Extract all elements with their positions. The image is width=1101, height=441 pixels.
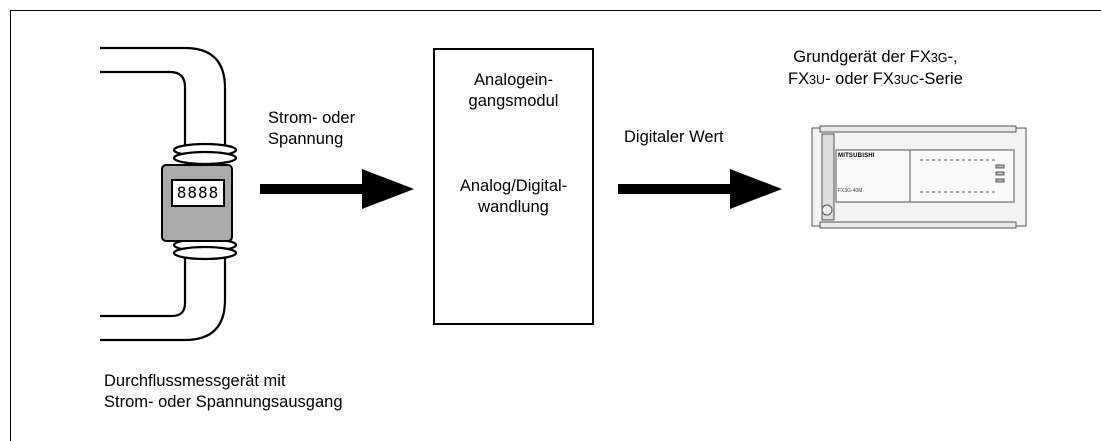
arrow-digital-value [618, 169, 782, 209]
module-function-line-1: Analog/Digital- [459, 177, 568, 195]
plc-caption-text: - oder FX [825, 70, 894, 88]
plc-caption-series-3g: 3G [930, 51, 948, 65]
plc-caption: Grundgerät der FX3G-, FX3U- oder FX3UC-S… [788, 47, 963, 91]
module-title-line-1: Analogein- [474, 71, 553, 89]
plc-brand-label: MITSUBISHI [838, 153, 875, 159]
plc-caption-line-1: Grundgerät der FX3G-, [788, 47, 963, 69]
module-title-line-2: gangsmodul [468, 92, 559, 110]
analog-input-module: Analogein- gangsmodul Analog/Digital- wa… [433, 48, 594, 325]
module-title: Analogein- gangsmodul [435, 70, 592, 112]
flange-upper-2 [172, 150, 238, 166]
flange-lower-2 [172, 245, 238, 261]
plc-caption-text: -, [947, 48, 958, 66]
pipe-outer-upper [100, 46, 227, 152]
plc-caption-text: FX [788, 70, 810, 88]
module-function: Analog/Digital- wandlung [435, 176, 592, 218]
module-function-line-2: wandlung [478, 198, 549, 216]
meter-readout: 8888 [176, 183, 220, 202]
meter-display [171, 179, 225, 207]
flowmeter-caption-line-2: Strom- oder Spannungsausgang [104, 393, 343, 411]
diagram-frame [10, 10, 1101, 441]
pipe-outer-lower [100, 253, 227, 342]
plc-caption-series-3uc: 3UC [893, 73, 919, 87]
signal-label-line-2: Spannung [268, 130, 344, 148]
signal-label: Strom- oder Spannung [268, 108, 355, 150]
plc-model-label: FX3G-40M [838, 188, 863, 194]
signal-label-line-1: Strom- oder [268, 109, 356, 127]
flowmeter-caption-line-1: Durchflussmessgerät mit [104, 372, 286, 390]
pipe-inner-lower [100, 253, 187, 318]
pipe-inner-upper [100, 70, 187, 152]
arrow-analog-signal [260, 169, 414, 209]
flowmeter-caption: Durchflussmessgerät mit Strom- oder Span… [104, 371, 343, 413]
plc-unit [811, 125, 1027, 229]
plc-caption-line-2: FX3U- oder FX3UC-Serie [788, 69, 963, 91]
digital-value-label: Digitaler Wert [624, 128, 724, 146]
plc-caption-text: -Serie [918, 70, 963, 88]
plc-caption-text: Grundgerät der FX [793, 48, 931, 66]
plc-caption-series-3u: 3U [809, 73, 826, 87]
